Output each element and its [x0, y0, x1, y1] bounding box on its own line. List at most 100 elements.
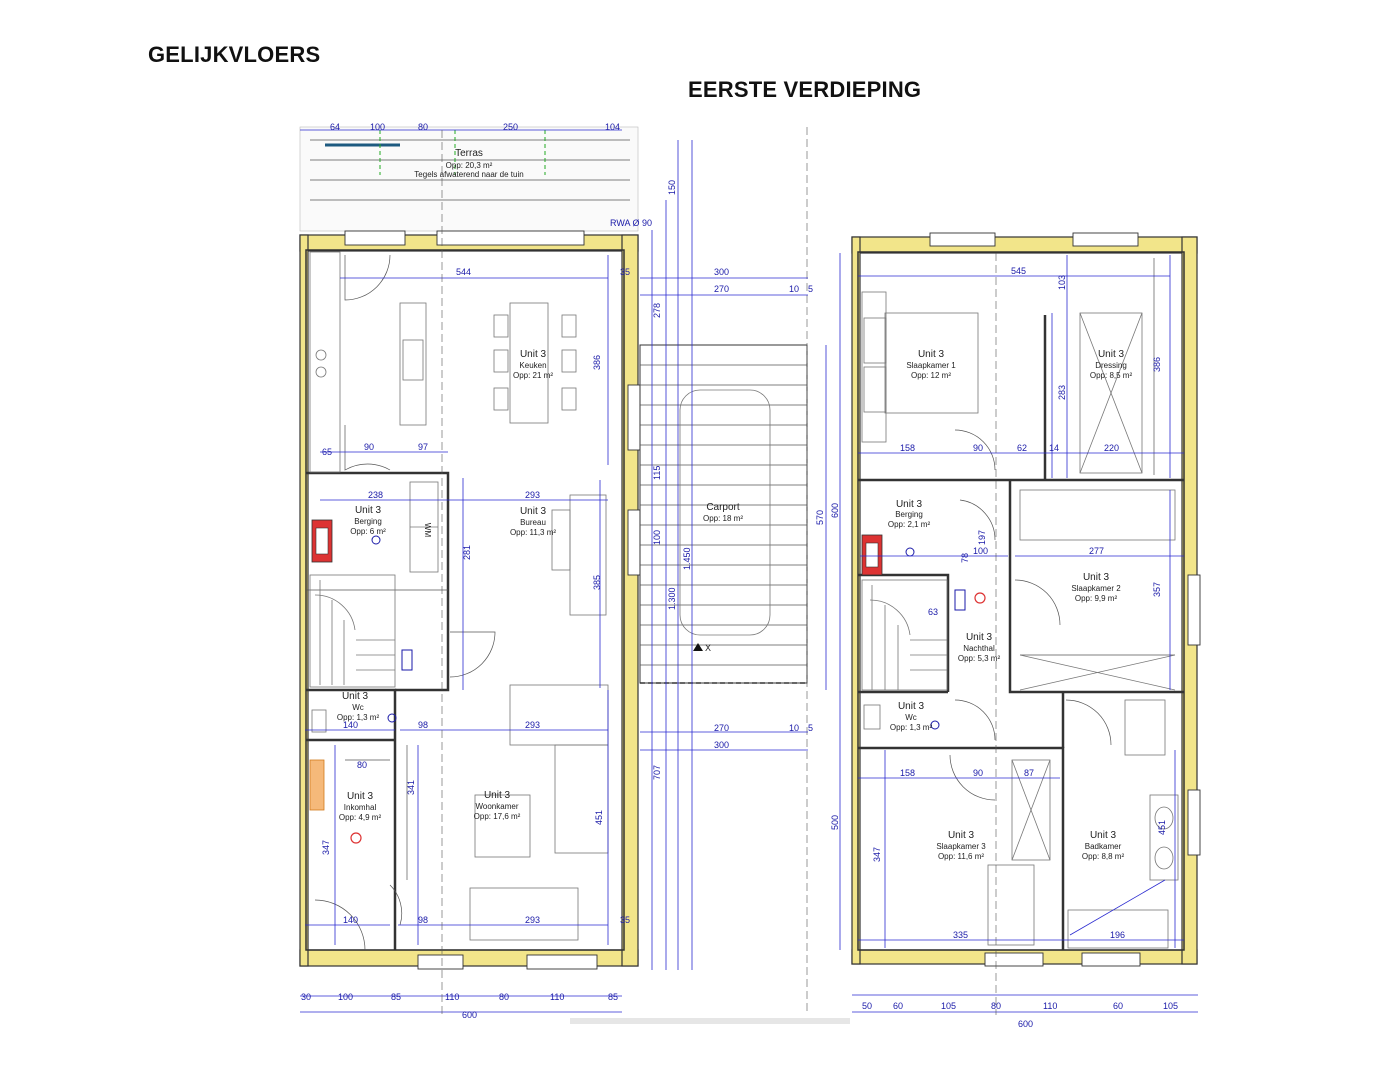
inkomhal-unit: Unit 3 — [347, 791, 374, 802]
dim-f-220: 220 — [1104, 443, 1119, 453]
dim-c-10-b: 10 — [789, 723, 799, 733]
dim-f-14a: 14 — [1049, 443, 1059, 453]
woonkamer-area: Opp: 17,6 m² — [474, 812, 521, 821]
berging-name: Berging — [354, 517, 382, 526]
dim-c-707: 707 — [652, 765, 662, 780]
dim-f-90a: 90 — [973, 443, 983, 453]
dim-f-top-w: 545 — [1011, 266, 1026, 276]
dim-g-bureau-w: 293 — [525, 490, 540, 500]
dim-g-bureau-h: 385 — [592, 575, 602, 590]
ground-floor-heading: GELIJKVLOERS — [148, 42, 321, 67]
bureau-area: Opp: 11,3 m² — [510, 528, 556, 537]
dim-c-100: 100 — [652, 530, 662, 545]
dim-f-277: 277 — [1089, 546, 1104, 556]
dim-f-bottom-1: 60 — [893, 1001, 903, 1011]
ground-floor-plan: Terras Opp: 20,3 m² Tegels afwaterend na… — [299, 122, 652, 1020]
terras-note: Tegels afwaterend naar de tuin — [414, 170, 523, 179]
dim-g-d98: 98 — [418, 720, 428, 730]
slaapkamer1-unit: Unit 3 — [918, 349, 945, 360]
dim-g-d35: 35 — [620, 267, 630, 277]
dim-f-bottom-3: 80 — [991, 1001, 1001, 1011]
dim-f-bottom-4: 110 — [1043, 1001, 1057, 1011]
dim-g-d35-b: 35 — [620, 915, 630, 925]
carport-marker: X — [705, 643, 711, 653]
dim-g-bottom-1: 100 — [338, 992, 353, 1002]
dim-g-woon-w-bottom: 293 — [525, 915, 540, 925]
carport-plan: Carport Opp: 18 m² X 300 270 10 5 270 30… — [639, 127, 827, 1015]
inkomhal-name: Inkomhal — [344, 803, 377, 812]
dim-g-d90: 90 — [364, 442, 374, 452]
dressing-area: Opp: 8,5 m² — [1090, 371, 1133, 380]
dim-f-158b: 158 — [900, 768, 915, 778]
dim-g-berging-w: 238 — [368, 490, 383, 500]
berging-unit: Unit 3 — [355, 505, 382, 516]
dim-g-top-3: 250 — [503, 122, 518, 132]
dim-c-150: 150 — [667, 180, 677, 195]
dim-c-300-b: 300 — [714, 740, 729, 750]
dim-f-bottom-0: 50 — [862, 1001, 872, 1011]
keuken-unit: Unit 3 — [520, 349, 547, 360]
dim-f-283: 283 — [1057, 385, 1067, 400]
dim-g-keuken-w: 544 — [456, 267, 471, 277]
keuken-area: Opp: 21 m² — [513, 371, 553, 380]
dim-g-bottom-6: 85 — [608, 992, 618, 1002]
carport-area: Opp: 18 m² — [703, 514, 743, 523]
wm-label: WM — [423, 523, 432, 538]
badkamer-unit: Unit 3 — [1090, 830, 1117, 841]
dim-f-500: 500 — [830, 815, 840, 830]
dim-g-d80: 80 — [357, 760, 367, 770]
dim-c-570: 570 — [815, 510, 825, 525]
dim-f-100: 100 — [973, 546, 988, 556]
dim-g-top-0: 64 — [330, 122, 340, 132]
f-wc-area: Opp: 1,3 m² — [890, 723, 933, 732]
wc-area: Opp: 1,3 m² — [337, 713, 380, 722]
slaapkamer1-area: Opp: 12 m² — [911, 371, 951, 380]
dim-g-top-1: 100 — [370, 122, 385, 132]
dim-g-woon-h: 451 — [594, 810, 604, 825]
f-berging-area: Opp: 2,1 m² — [888, 520, 931, 529]
bureau-unit: Unit 3 — [520, 506, 547, 517]
nachthal-name: Nachthal — [963, 644, 995, 653]
dim-f-90b: 90 — [973, 768, 983, 778]
slaapkamer2-unit: Unit 3 — [1083, 572, 1110, 583]
slaapkamer3-name: Slaapkamer 3 — [936, 842, 986, 851]
wc-unit: Unit 3 — [342, 691, 369, 702]
woonkamer-unit: Unit 3 — [484, 790, 511, 801]
dim-g-keuken-h: 386 — [592, 355, 602, 370]
slaapkamer3-area: Opp: 11,6 m² — [938, 852, 984, 861]
dim-f-347: 347 — [872, 847, 882, 862]
dim-g-d65: 65 — [322, 447, 332, 457]
dim-f-197: 197 — [977, 530, 987, 545]
dim-f-335: 335 — [953, 930, 968, 940]
dim-f-total: 600 — [1018, 1019, 1033, 1029]
dim-g-bottom-5: 110 — [550, 992, 564, 1002]
slaapkamer2-area: Opp: 9,9 m² — [1075, 594, 1118, 603]
dim-f-600: 600 — [830, 503, 840, 518]
dim-f-bottom-2: 105 — [941, 1001, 956, 1011]
rwa-label: RWA Ø 90 — [610, 218, 652, 228]
dim-g-hall-h: 341 — [406, 780, 416, 795]
slaapkamer2-name: Slaapkamer 2 — [1071, 584, 1121, 593]
dim-f-bottom-5: 60 — [1113, 1001, 1123, 1011]
nachthal-unit: Unit 3 — [966, 632, 993, 643]
dim-f-63: 63 — [928, 607, 938, 617]
dim-g-d98-b: 98 — [418, 915, 428, 925]
wc-name: Wc — [352, 703, 364, 712]
dim-f-62: 62 — [1017, 443, 1027, 453]
dim-c-270: 270 — [714, 284, 729, 294]
dim-f-bottom-6: 105 — [1163, 1001, 1178, 1011]
dim-g-inkom-w: 140 — [343, 915, 358, 925]
dim-f-357: 357 — [1152, 582, 1162, 597]
first-floor-plan: Unit 3 Slaapkamer 1 Opp: 12 m² Unit 3 Dr… — [830, 232, 1201, 1029]
f-berging-unit: Unit 3 — [896, 499, 923, 510]
first-floor-heading: EERSTE VERDIEPING — [688, 77, 922, 102]
dim-c-300: 300 — [714, 267, 729, 277]
dim-g-inkom-h: 347 — [321, 840, 331, 855]
dim-g-top-2: 80 — [418, 122, 428, 132]
dim-f-103: 103 — [1057, 275, 1067, 290]
f-wc-unit: Unit 3 — [898, 701, 925, 712]
dim-c-1300: 1.300 — [667, 587, 677, 610]
woonkamer-name: Woonkamer — [476, 802, 519, 811]
dim-f-196: 196 — [1110, 930, 1125, 940]
